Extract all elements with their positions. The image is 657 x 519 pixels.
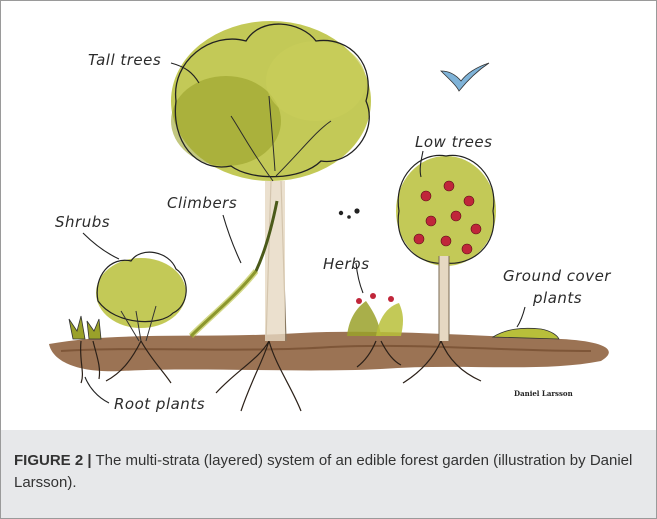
label-ground-cover-line1: Ground cover (503, 267, 611, 285)
figure-caption: FIGURE 2 | The multi-strata (layered) sy… (1, 430, 656, 518)
caption-figure-label: FIGURE 2 | (14, 452, 92, 469)
ground-cover (493, 328, 559, 339)
label-climbers: Climbers (167, 194, 237, 212)
label-root-plants: Root plants (114, 395, 205, 413)
root-plants (69, 316, 101, 339)
climber-vine (191, 201, 277, 336)
herbs (347, 293, 403, 336)
forest-garden-illustration: Tall trees Climbers Shrubs Herbs Low tre… (1, 1, 656, 429)
label-herbs: Herbs (323, 255, 370, 273)
bees (339, 208, 360, 218)
label-shrubs: Shrubs (55, 213, 110, 231)
artist-signature: Daniel Larsson (514, 389, 573, 398)
label-low-trees: Low trees (415, 133, 492, 151)
label-ground-cover-line2: plants (533, 289, 582, 307)
tall-tree (171, 21, 371, 341)
label-tall-trees: Tall trees (88, 51, 161, 69)
bird (441, 63, 489, 91)
shrub (96, 252, 186, 341)
caption-text: FIGURE 2 | The multi-strata (layered) sy… (14, 450, 634, 494)
low-tree (396, 155, 496, 341)
caption-body: The multi-strata (layered) system of an … (14, 452, 632, 491)
